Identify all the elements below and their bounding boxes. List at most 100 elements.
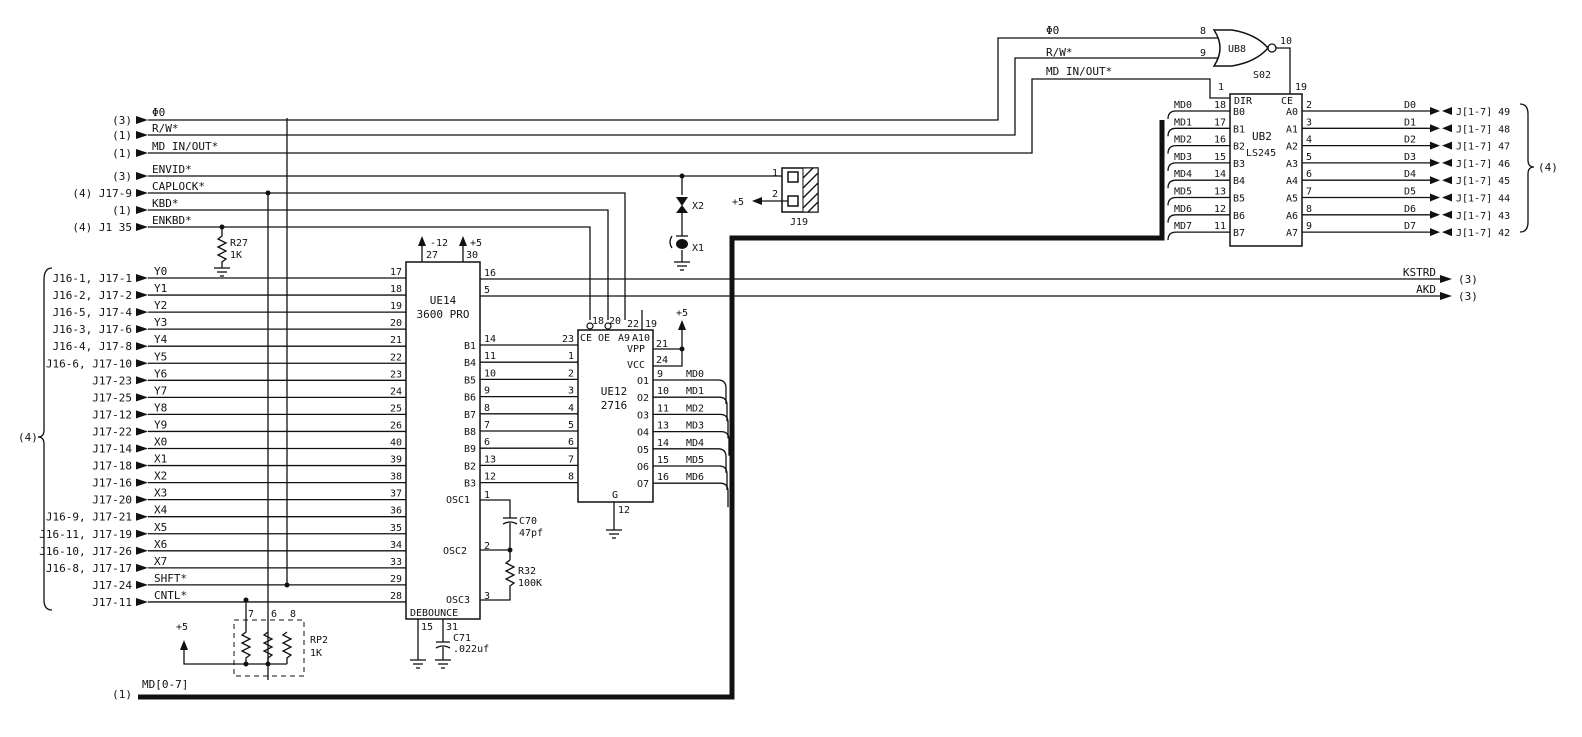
ub2-a-pin-1: 3 [1306,117,1312,128]
ub2-b-wire-3 [1167,162,1230,171]
ue12-out-net-2: MD2 [686,403,704,414]
yx-pin-0: 17 [390,267,402,278]
ub2-b-pin-3: 15 [1214,152,1226,163]
ue12-pin19: 19 [645,319,657,330]
chip-ub2: DIR 1 CE 19 UB2 LS245 [1218,82,1307,247]
ue14-bpin-name-6: B9 [464,444,476,455]
ub2-a-name-6: A6 [1286,211,1298,222]
ue12-apin-num-7: 7 [568,454,574,465]
ub2-a-arrow-r-1 [1430,124,1440,133]
yx-sig-9: Y9 [154,418,167,431]
kstrd-ref: (3) [1458,273,1478,286]
ue12-out-wire-2 [653,413,729,439]
ub2-b-wire-6 [1167,214,1230,223]
ue14-bpin-name-3: B6 [464,393,476,404]
ub2-a-arrow-l-2 [1442,141,1452,150]
ue12-out-wire-6 [653,482,729,508]
ue12-out-pin-2: 11 [657,403,669,414]
ub2-a-net-2: D2 [1404,135,1416,146]
yx-conn-17: J16-8, J17-17 [46,562,132,575]
yx-sig-16: X6 [154,538,167,551]
ue14-bpin-name-5: B8 [464,427,476,438]
ue14-vpos-label: +5 [470,238,482,249]
chip-ue14: UE14 3600 PRO -12 27 +5 30 OSC1 1 OSC2 2… [405,236,490,669]
ue14-bpin-name-0: B1 [464,341,476,352]
yx-pin-10: 40 [390,438,402,449]
j19-ref: J19 [790,217,808,228]
jumper-j19-network: X2 X1 1 2 +5 J19 [669,167,819,271]
yx-conn-8: J17-12 [92,408,132,421]
yx-sig-4: Y4 [154,333,168,346]
ue14-osc3-pin: 3 [484,591,490,602]
ub2-a-pin-3: 5 [1306,152,1312,163]
yx-sig-12: X2 [154,470,167,483]
md-bus-ref: (1) [112,688,132,701]
ub2-a-conn-0: J[1-7] 49 [1456,107,1510,118]
ue12-apin-num-2: 2 [568,368,574,379]
ub8-pin10: 10 [1280,36,1292,47]
ue12-oe: OE [598,333,610,344]
yx-arrow-18 [136,580,148,589]
yx-conn-9: J17-22 [92,425,132,438]
ue14-pin15: 15 [421,622,433,633]
ue14-pin5: 5 [484,285,490,296]
ub2-b-net-5: MD5 [1174,187,1192,198]
oscillator-network: C70 47pf R32 100K [480,499,543,601]
yx-sig-19: CNTL* [154,589,187,602]
ub2-b-pin-5: 13 [1214,187,1226,198]
yx-arrow-6 [136,376,148,385]
yx-pin-18: 29 [390,574,402,585]
input-ref-enkbd: (4) J1 35 [72,221,132,234]
ub8-in1-label: R/W* [1046,46,1073,59]
ub2-a-name-1: A1 [1286,124,1298,135]
ub2-a-arrow-l-0 [1442,107,1452,115]
ue12-a10: A10 [632,333,650,344]
ub2-a-name-3: A3 [1286,159,1298,170]
yx-pin-2: 19 [390,301,402,312]
ub8-pin8: 8 [1200,26,1206,37]
ub2-a-arrow-l-5 [1442,193,1452,202]
rp2-val: 1K [310,648,322,659]
yx-conn-10: J17-14 [92,443,132,456]
ub2-ref: UB2 [1252,130,1272,143]
ue12-pin21: 21 [656,339,668,350]
input-name-rw: R/W* [152,122,179,135]
yx-pin-16: 34 [390,540,402,551]
ue14-bpin-num-2: 10 [484,368,496,379]
ub2-a-name-0: A0 [1286,107,1298,118]
ub2-a-arrow-r-4 [1430,176,1440,185]
yx-conn-0: J16-1, J17-1 [53,272,132,285]
ue12-ref: UE12 [601,385,628,398]
ub2-b-wire-0 [1167,110,1230,120]
ue12-out-wire-4 [653,448,727,473]
ub2-b-name-4: B4 [1233,176,1245,187]
yx-conn-12: J17-16 [92,477,132,490]
yx-sig-7: Y7 [154,384,167,397]
right-group-brace: (4) [1519,103,1558,233]
ub2-b-pin-4: 14 [1214,169,1226,180]
ue14-osc2: OSC2 [443,546,467,557]
ue14-pin30: 30 [466,250,478,261]
ue14-vneg-label: -12 [430,238,448,249]
ue14-debounce: DEBOUNCE [410,608,458,619]
ub2-part: LS245 [1246,148,1276,159]
ub2-a-net-1: D1 [1404,117,1416,128]
ue12-out-name-0: O1 [637,376,649,387]
ue12-apin-num-0: 23 [562,334,574,345]
input-ref-envid: (3) [112,170,132,183]
ub2-pin19: 19 [1295,82,1307,93]
ue14-bpin-num-3: 9 [484,386,490,397]
ub2-a-pin-4: 6 [1306,169,1312,180]
yx-pin-11: 39 [390,455,402,466]
yx-sig-10: X0 [154,436,167,449]
yx-pin-8: 25 [390,403,402,414]
yx-conn-18: J17-24 [92,579,132,592]
input-ref-mdinout: (1) [112,147,132,160]
ub2-b-pin-7: 11 [1214,221,1226,232]
ub8-in0-label: Φ0 [1046,24,1059,37]
r32-ref: R32 [518,566,536,577]
